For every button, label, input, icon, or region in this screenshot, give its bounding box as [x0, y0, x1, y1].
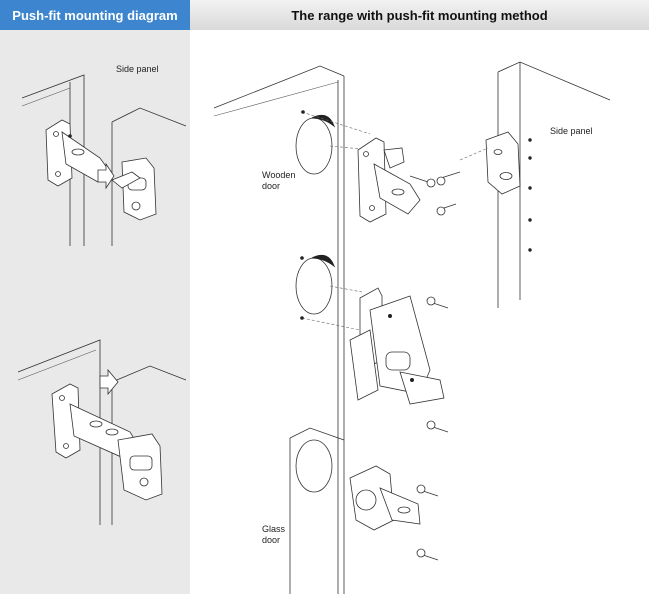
wooden-door-assembly	[213, 65, 373, 594]
left-header-title: Push-fit mounting diagram	[12, 7, 178, 23]
side-panel-right	[459, 61, 611, 308]
right-header: The range with push-fit mounting method	[190, 0, 649, 30]
push-fit-diagram-bottom	[17, 339, 187, 525]
side-panel-label-right: Side panel	[550, 126, 593, 136]
push-fit-diagram-top	[21, 74, 187, 246]
screw-4	[426, 296, 449, 309]
screw-2	[436, 203, 457, 216]
left-header: Push-fit mounting diagram	[0, 0, 190, 30]
screw-1	[409, 175, 436, 188]
right-header-title: The range with push-fit mounting method	[291, 7, 548, 23]
glass-door-label-line2: door	[262, 535, 281, 545]
screws	[409, 171, 461, 561]
left-panel-background	[0, 30, 190, 594]
wooden-door-label: Wooden door	[262, 170, 295, 192]
wooden-door-label-line2: door	[262, 181, 281, 191]
side-panel-label-left: Side panel	[116, 64, 159, 74]
screw-6	[416, 484, 439, 497]
wooden-door-label-line1: Wooden	[262, 170, 296, 180]
hinge-middle	[349, 287, 445, 405]
glass-door-assembly	[289, 427, 421, 594]
glass-door-label-line1: Glass	[262, 524, 286, 534]
glass-door-label: Glass door	[262, 524, 285, 546]
hinge-top	[357, 137, 421, 223]
screw-5	[426, 420, 449, 433]
screw-7	[416, 548, 439, 561]
screw-3	[436, 171, 461, 186]
